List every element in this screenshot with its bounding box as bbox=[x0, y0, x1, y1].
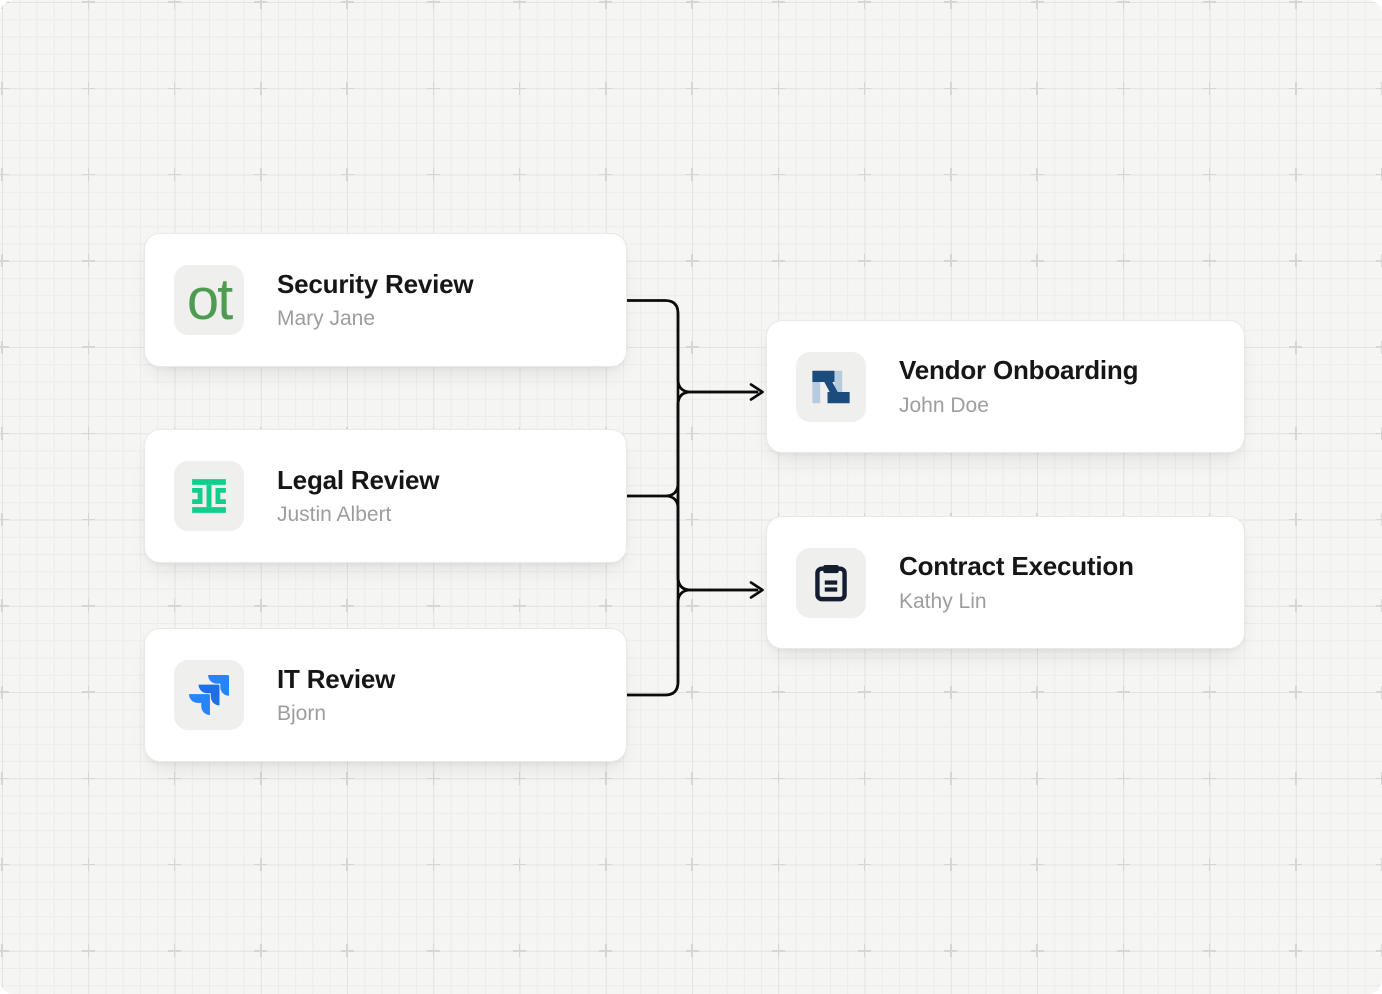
node-assignee: John Doe bbox=[899, 393, 989, 417]
arrowhead-contract-execution bbox=[749, 581, 764, 599]
node-title: Vendor Onboarding bbox=[899, 355, 1139, 386]
onetrust-icon: ot bbox=[186, 267, 233, 332]
edge-legal-review-to-contract-execution bbox=[625, 494, 759, 592]
node-title: IT Review bbox=[277, 663, 396, 694]
node-title: Security Review bbox=[277, 268, 474, 299]
ironclad-icon bbox=[192, 479, 226, 513]
node-contract-execution[interactable]: Contract Execution Kathy Lin bbox=[766, 516, 1245, 649]
node-assignee: Kathy Lin bbox=[899, 589, 987, 613]
netsuite-icon-tile bbox=[796, 351, 866, 422]
node-assignee: Mary Jane bbox=[277, 307, 376, 330]
node-it-review[interactable]: IT Review Bjorn bbox=[144, 628, 627, 762]
onetrust-icon-tile: ot bbox=[174, 265, 244, 335]
node-assignee: Justin Albert bbox=[277, 503, 392, 526]
edge-it-review-to-contract-execution bbox=[625, 588, 759, 697]
node-vendor-onboarding[interactable]: Vendor Onboarding John Doe bbox=[766, 320, 1245, 453]
node-assignee: Bjorn bbox=[277, 702, 327, 725]
clipboard-icon bbox=[815, 564, 847, 601]
node-title: Contract Execution bbox=[899, 551, 1134, 582]
edge-security-review-to-contract-execution bbox=[625, 299, 759, 592]
jira-icon-tile bbox=[174, 660, 244, 730]
clipboard-icon-tile bbox=[796, 547, 866, 618]
arrowhead-vendor-onboarding bbox=[749, 383, 764, 401]
edge-legal-review-to-vendor-onboarding bbox=[625, 390, 759, 498]
netsuite-icon bbox=[812, 370, 850, 403]
ironclad-icon-tile bbox=[174, 461, 244, 531]
node-legal-review[interactable]: Legal Review Justin Albert bbox=[144, 429, 627, 563]
node-security-review[interactable]: ot Security Review Mary Jane bbox=[144, 233, 627, 367]
edge-security-review-to-vendor-onboarding bbox=[625, 299, 759, 394]
node-title: Legal Review bbox=[277, 464, 440, 495]
jira-icon bbox=[189, 675, 229, 715]
edge-it-review-to-vendor-onboarding bbox=[625, 390, 759, 697]
